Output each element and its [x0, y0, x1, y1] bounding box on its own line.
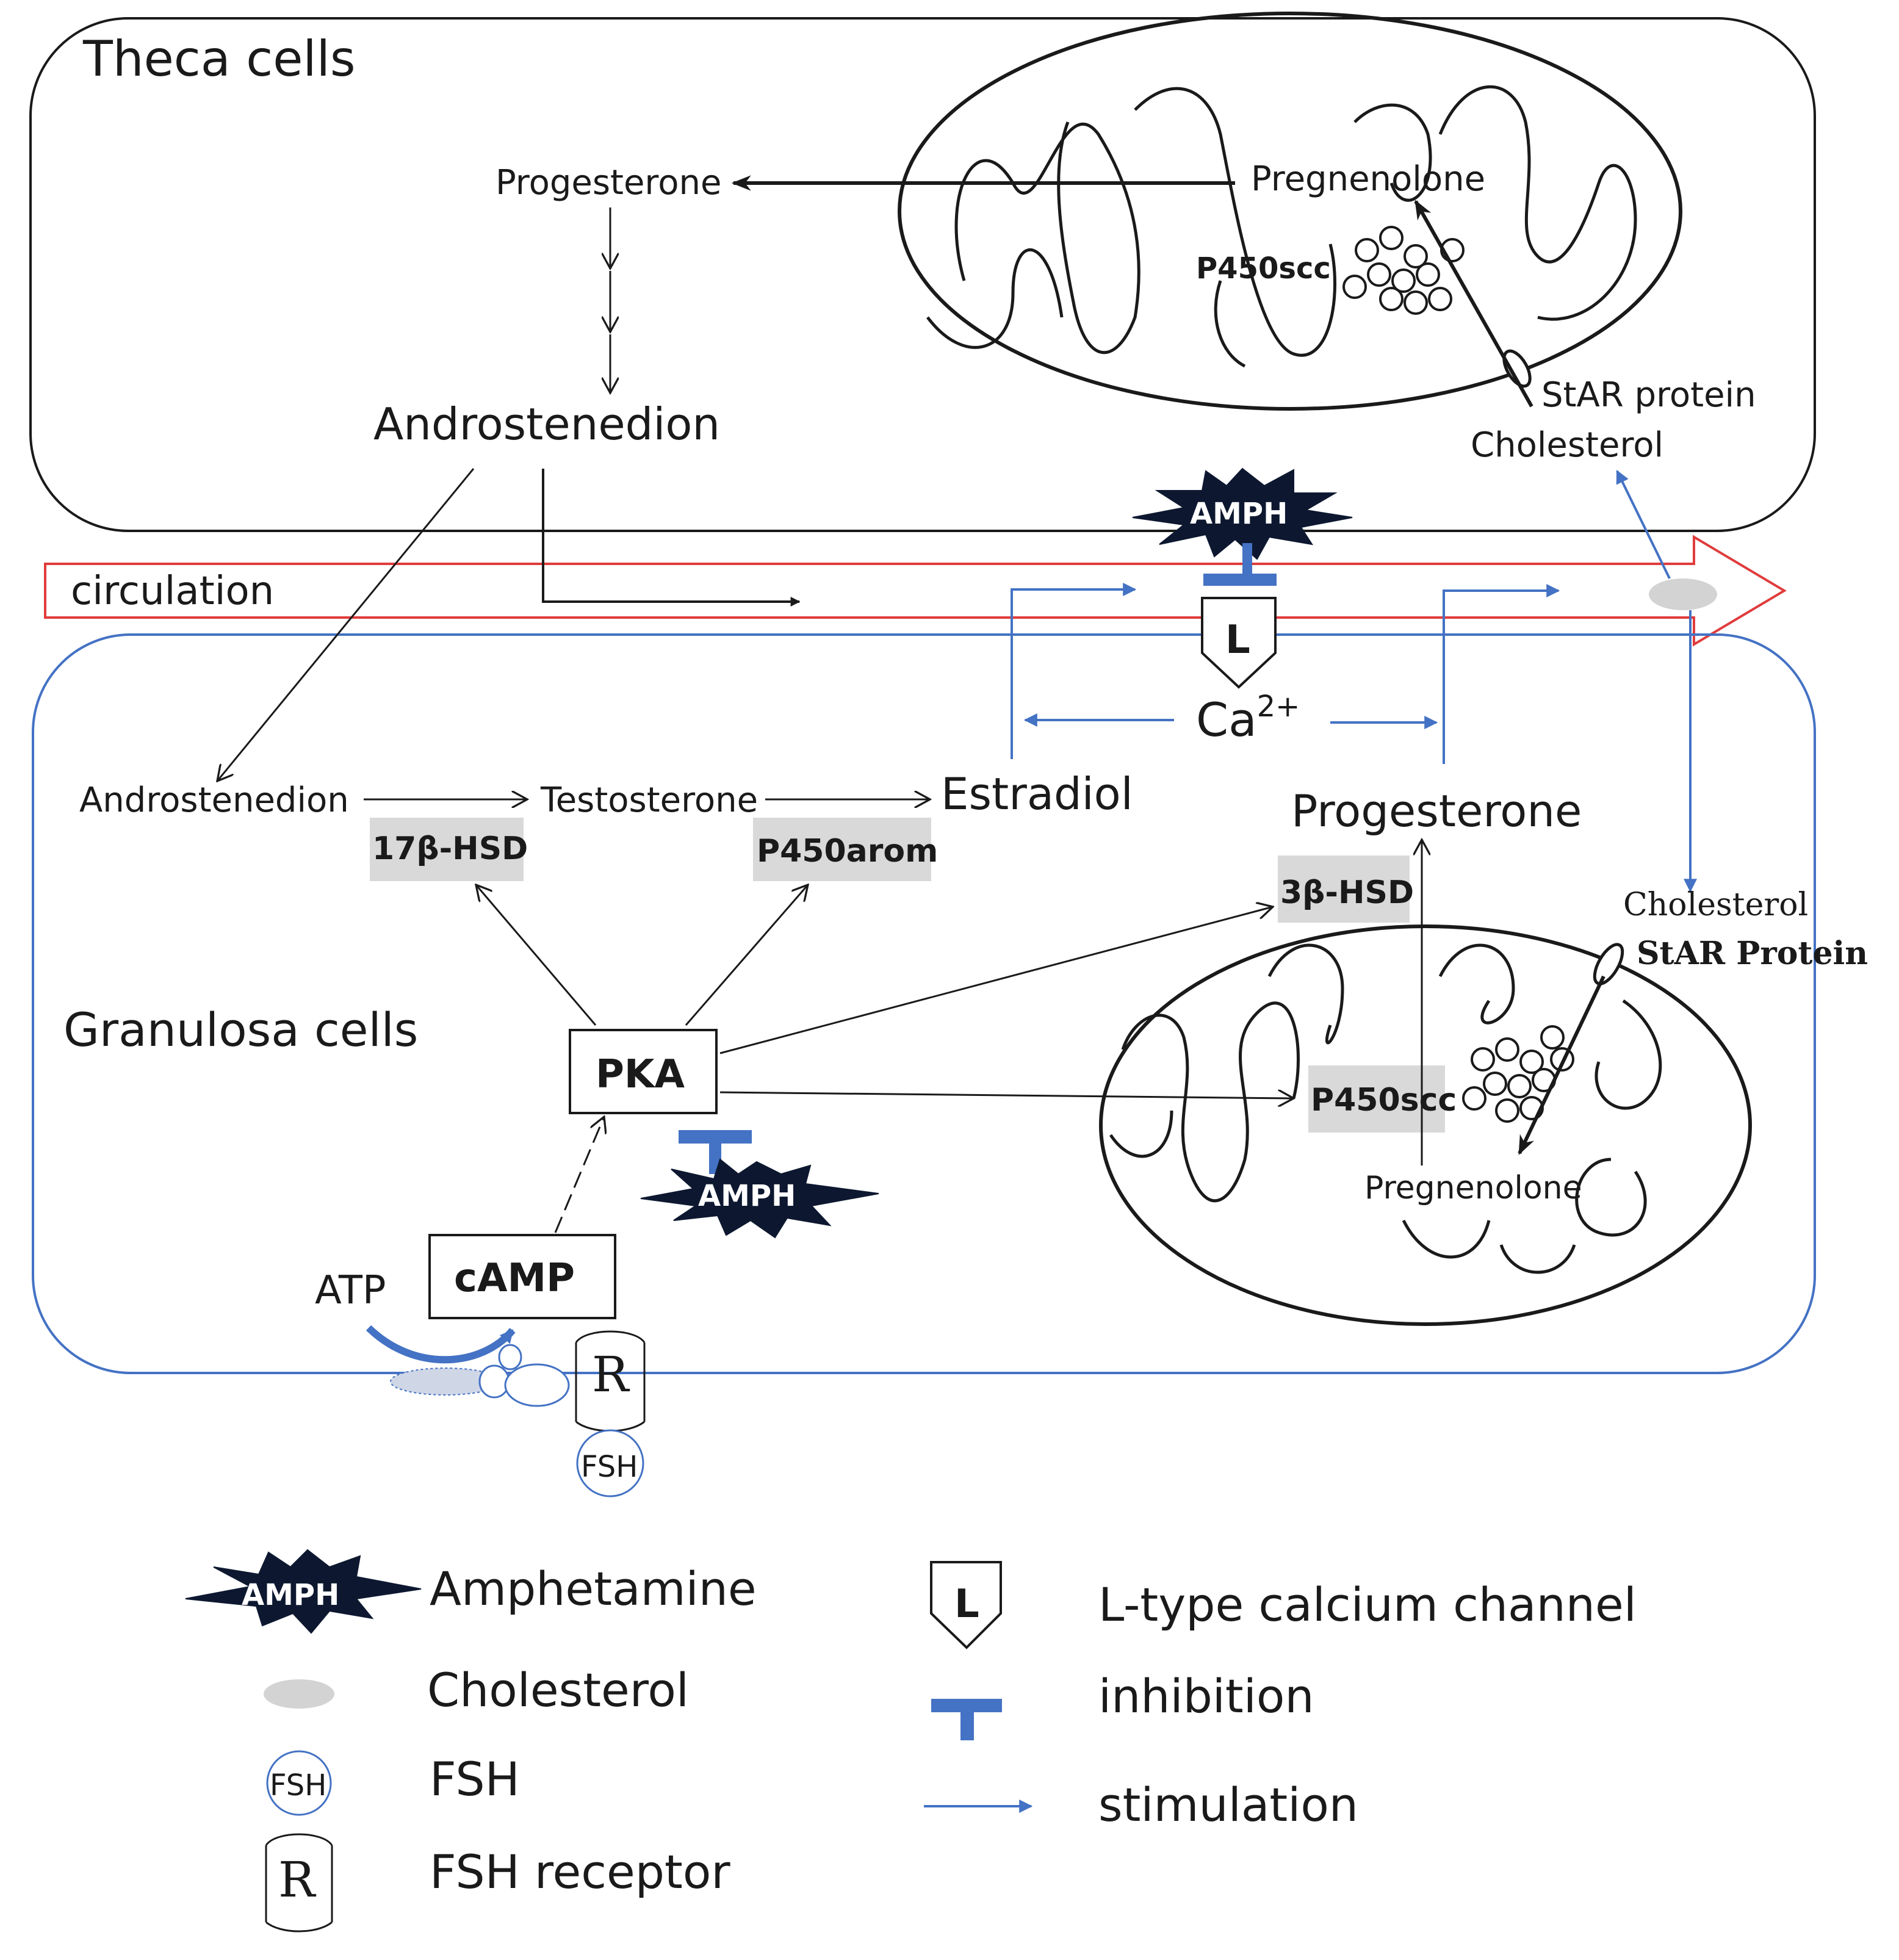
- granulosa-cells-label: Granulosa cells: [63, 1003, 418, 1057]
- pka-to-hsd3-arrow: [719, 907, 1273, 1054]
- camp-to-pka-arrow: [554, 1117, 604, 1233]
- svg-text:R: R: [592, 1346, 630, 1403]
- inhibition-symbol-pka: [679, 1130, 752, 1174]
- svg-text:AMPH: AMPH: [698, 1179, 796, 1213]
- svg-text:FSH: FSH: [270, 1768, 326, 1803]
- camp-box: [428, 1234, 616, 1319]
- granulosa-progesterone: Progesterone: [1291, 785, 1582, 837]
- atp-to-camp-arrow: [366, 1325, 516, 1364]
- fsh-receptor-complex: R FSH: [390, 1330, 646, 1497]
- legend-stimulation-label: stimulation: [1098, 1778, 1358, 1832]
- svg-text:AMPH: AMPH: [242, 1578, 339, 1612]
- theca-cells-label: Theca cells: [82, 31, 356, 87]
- svg-text:FSH: FSH: [581, 1450, 638, 1484]
- granulosa-mitochondrion: [1099, 924, 1752, 1326]
- legend-fsh-label: FSH: [430, 1752, 520, 1806]
- granulosa-cell: [32, 633, 1816, 1374]
- granulosa-androstenedion: Androstenedion: [79, 780, 349, 820]
- hsd3-box: [1278, 856, 1410, 923]
- granulosa-cholesterol: Cholesterol: [1623, 887, 1808, 923]
- legend-channel-symbol: L: [930, 1561, 1002, 1649]
- svg-text:R: R: [278, 1851, 317, 1908]
- legend-receptor-symbol: R: [265, 1833, 333, 1933]
- cholesterol-to-theca-arrow: [1616, 470, 1671, 579]
- legend-fsh-receptor-label: FSH receptor: [430, 1845, 730, 1899]
- legend-l-type-label: L-type calcium channel: [1098, 1577, 1637, 1632]
- pka-box: [569, 1029, 718, 1114]
- theca-pregnenolone: Pregnenolone: [1251, 159, 1485, 199]
- hsd17-label: 17β-HSD: [372, 830, 528, 867]
- legend-cholesterol-symbol: [264, 1679, 334, 1709]
- hsd17-box: [370, 818, 524, 881]
- theca-androstenedion: Androstenedion: [373, 398, 720, 450]
- hsd3-label: 3β-HSD: [1280, 874, 1414, 911]
- svg-text:L: L: [954, 1582, 979, 1627]
- circulating-cholesterol: [1649, 578, 1717, 610]
- legend-amph-symbol: AMPH: [185, 1549, 422, 1634]
- circulation-label: circulation: [71, 569, 274, 614]
- theca-mitochondrion: [898, 12, 1682, 411]
- amph-pka-burst: AMPH: [640, 1158, 879, 1239]
- estradiol-to-circulation-arrow: [1011, 583, 1137, 759]
- granulosa-star-protein: StAR Protein: [1637, 935, 1868, 972]
- granulosa-pregnenolone: Pregnenolone: [1364, 1170, 1582, 1206]
- legend-cholesterol-label: Cholesterol: [427, 1663, 689, 1717]
- pka-to-p450scc-arrow: [719, 1092, 1294, 1098]
- legend-amphetamine-label: Amphetamine: [430, 1562, 757, 1616]
- theca-p450scc: P450scc: [1196, 251, 1331, 286]
- legend-inhibition-label: inhibition: [1098, 1669, 1314, 1723]
- camp-label: cAMP: [454, 1256, 575, 1301]
- theca-progesterone: Progesterone: [495, 163, 721, 203]
- l-type-calcium-channel: L: [1201, 597, 1277, 689]
- svg-text:L: L: [1225, 618, 1250, 663]
- pka-to-hsd17-arrow: [476, 885, 597, 1026]
- circulation-vessel: [44, 535, 1787, 647]
- theca-cholesterol: Cholesterol: [1471, 425, 1663, 465]
- p450arom-label: P450arom: [757, 833, 938, 870]
- granulosa-p450scc-label: P450scc: [1311, 1082, 1457, 1119]
- p450arom-box: [753, 818, 931, 881]
- theca-star-protein: StAR protein: [1541, 375, 1756, 415]
- pka-to-p450arom-arrow: [685, 885, 808, 1026]
- legend: AMPH Amphetamine Cholesterol FSH FSH R F…: [185, 1549, 1637, 1933]
- granulosa-estradiol: Estradiol: [941, 768, 1133, 820]
- pka-label: PKA: [596, 1052, 685, 1097]
- legend-fsh-symbol: FSH: [266, 1750, 332, 1816]
- androstenedion-to-granulosa-arrow: [217, 468, 475, 781]
- progesterone-to-circulation-arrow: [1443, 584, 1560, 764]
- svg-text:AMPH: AMPH: [1190, 497, 1288, 531]
- inhibition-symbol-channel: [1203, 543, 1277, 586]
- androstenedion-to-circulation-arrow: [542, 469, 801, 607]
- amph-top-burst: AMPH: [1132, 467, 1353, 560]
- granulosa-testosterone: Testosterone: [540, 780, 758, 820]
- atp-label: ATP: [315, 1268, 386, 1313]
- theca-cell: [29, 17, 1816, 532]
- calcium-ion-label: Ca2+: [1196, 690, 1300, 747]
- legend-inhibition-symbol: [931, 1699, 1002, 1740]
